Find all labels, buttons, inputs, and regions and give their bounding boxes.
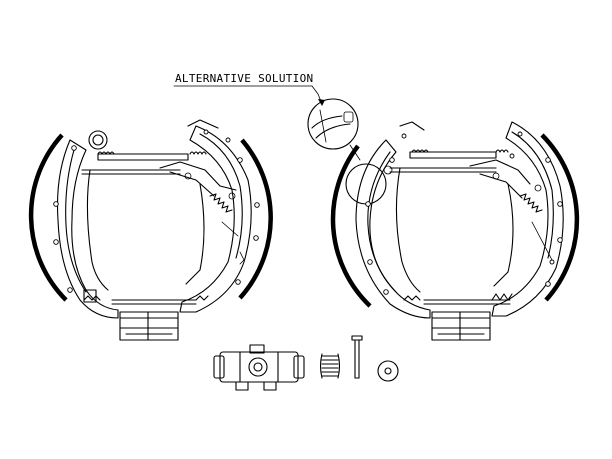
hold-down-cup-washer xyxy=(377,360,399,382)
hold-down-spring xyxy=(319,353,341,379)
detail-magnifier xyxy=(307,98,387,205)
callout-label: ALTERNATIVE SOLUTION xyxy=(175,72,313,85)
left-lining-right xyxy=(238,138,273,300)
alternative-solution-callout: ALTERNATIVE SOLUTION xyxy=(173,72,325,106)
hold-down-pin xyxy=(351,335,363,379)
right-lining-right xyxy=(540,133,580,302)
right-brake-assembly xyxy=(330,121,580,341)
callout-arrowhead xyxy=(318,99,325,106)
left-diagonal-spring xyxy=(209,193,233,213)
wheel-cylinder xyxy=(213,344,305,391)
left-top-pin xyxy=(88,130,108,150)
detail-circle xyxy=(307,98,359,150)
left-shoe-left xyxy=(56,139,119,319)
right-lining-left xyxy=(330,144,372,308)
right-diagonal-spring xyxy=(519,193,543,213)
left-brake-assembly xyxy=(28,119,273,341)
left-shoe-right xyxy=(179,125,252,313)
right-shoe-left xyxy=(355,139,431,319)
right-shoe-right xyxy=(491,121,564,317)
right-bottom-abutment xyxy=(431,311,491,341)
left-lining-left xyxy=(28,133,68,302)
left-bottom-abutment xyxy=(119,311,179,341)
